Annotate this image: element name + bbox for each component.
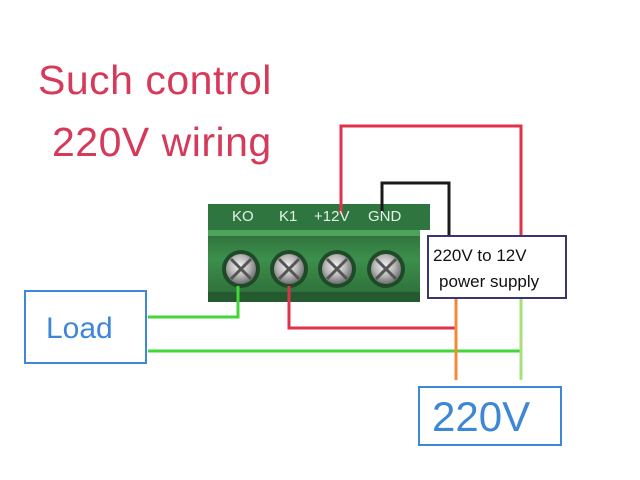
wire-green-ko bbox=[148, 286, 240, 319]
terminal-label-gnd: GND bbox=[368, 208, 402, 225]
terminal-pcb-strip bbox=[208, 204, 430, 230]
terminal-block bbox=[208, 204, 430, 302]
diagram-title-line-1: Such control bbox=[38, 57, 272, 103]
terminal-block-top-edge bbox=[208, 230, 420, 236]
power-supply-label-line-1: 220V to 12V bbox=[433, 246, 527, 265]
terminal-label-12v: +12V bbox=[314, 208, 350, 225]
screw-terminal-ko bbox=[222, 250, 260, 288]
diagram-title-line-2: 220V wiring bbox=[52, 119, 272, 165]
mains-220v-box: 220V bbox=[418, 386, 562, 446]
wire-black-gnd bbox=[380, 181, 451, 236]
load-box: Load bbox=[24, 290, 147, 364]
wire-red-k1 bbox=[287, 286, 456, 330]
wire-red-12v bbox=[339, 124, 523, 236]
terminal-label-k1: K1 bbox=[279, 208, 298, 225]
screw-terminal-gnd bbox=[367, 250, 405, 288]
power-supply-box: 220V to 12V power supply bbox=[427, 235, 567, 299]
load-label: Load bbox=[46, 312, 113, 345]
screw-terminal-k1 bbox=[270, 250, 308, 288]
terminal-block-bottom-edge bbox=[208, 292, 420, 302]
terminal-label-ko: KO bbox=[232, 208, 254, 225]
screw-terminal-12v bbox=[318, 250, 356, 288]
power-supply-label-line-2: power supply bbox=[439, 272, 540, 291]
mains-label: 220V bbox=[432, 393, 531, 440]
